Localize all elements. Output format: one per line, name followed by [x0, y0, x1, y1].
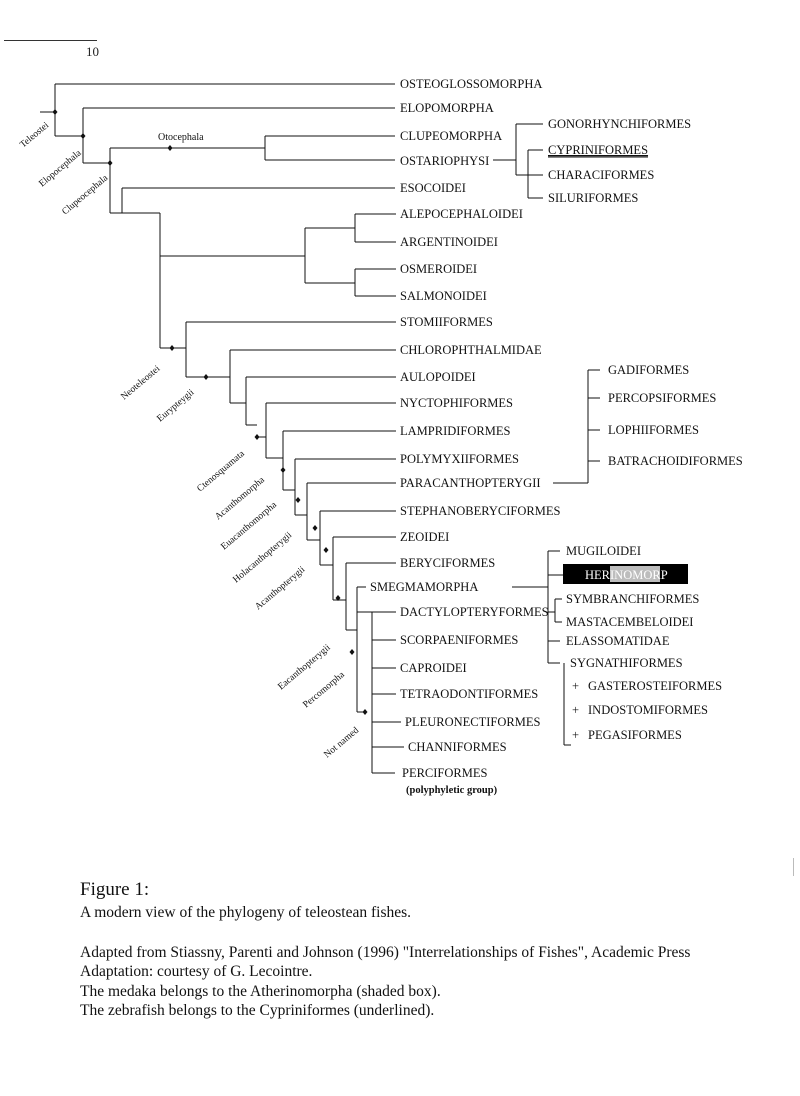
atherinomorpha-box-highlight [610, 566, 660, 582]
neoteleostei-label: Neoteleostei [120, 364, 163, 402]
indostomiformes-label: INDOSTOMIFORMES [588, 703, 708, 717]
dactylopteryformes-label: DACTYLOPTERYFORMES [400, 605, 549, 619]
tetraodontiformes-label: TETRAODONTIFORMES [400, 687, 538, 701]
page-number: 10 [86, 44, 99, 59]
lampridiformes-label: LAMPRIDIFORMES [400, 424, 510, 438]
osmeroidei-label: OSMEROIDEI [400, 262, 477, 276]
not-named-label: Not named [323, 726, 362, 761]
percomorpha-node [349, 649, 355, 655]
syngnathiformes-label: SYGNATHIFORMES [570, 656, 683, 670]
caption-medaka-note: The medaka belongs to the Atherinomorpha… [80, 983, 441, 1000]
atherinomorpha-label: HERINOMORP [585, 568, 668, 582]
stephanoberyciformes-label: STEPHANOBERYCIFORMES [400, 504, 560, 518]
pegasiformes-label: PEGASIFORMES [588, 728, 682, 742]
polymyxiiformes-label: POLYMYXIIFORMES [400, 452, 519, 466]
perciformes-note: (polyphyletic group) [406, 785, 498, 796]
pegasiformes-marker: + [572, 728, 579, 742]
eacanthopterygii-node [335, 595, 341, 601]
indostomiformes-marker: + [572, 703, 579, 717]
ctenosquamata-label: Ctenosquamata [196, 448, 248, 494]
zeoidei-label: ZEOIDEI [400, 530, 449, 544]
characiformes-label: CHARACIFORMES [548, 168, 654, 182]
lophiiformes-label: LOPHIIFORMES [608, 423, 699, 437]
acanthopterygii-node [323, 547, 329, 553]
mastacembeloidei-label: MASTACEMBELOIDEI [566, 615, 693, 629]
holacanthopterygii-node [312, 525, 318, 531]
elopomorpha-label: ELOPOMORPHA [400, 101, 494, 115]
smegmamorpha-label: SMEGMAMORPHA [370, 580, 478, 594]
percomorpha-label: Percomorpha [302, 670, 348, 711]
clupeomorpha-label: CLUPEOMORPHA [400, 129, 502, 143]
aulopoidei-label: AULOPOIDEI [400, 370, 476, 384]
clupeocephala-label: Clupeocephala [61, 173, 111, 217]
not-named-node [362, 709, 368, 715]
esocoidei-label: ESOCOIDEI [400, 181, 466, 195]
elassomatidae-label: ELASSOMATIDAE [566, 634, 670, 648]
euacanthomorpha-node [295, 497, 301, 503]
scan-edge-mark [793, 858, 794, 876]
gadiformes-label: GADIFORMES [608, 363, 689, 377]
header-rule [4, 40, 97, 41]
gasterosteiformes-marker: + [572, 679, 579, 693]
phylogeny-tree: OSTEOGLOSSOMORPHA ELOPOMORPHA Otocephala CL… [19, 77, 743, 796]
alepocephaloidei-label: ALEPOCEPHALOIDEI [400, 207, 523, 221]
beryciformes-label: BERYCIFORMES [400, 556, 495, 570]
siluriformes-label: SILURIFORMES [548, 191, 638, 205]
synbranchiformes-label: SYMBRANCHIFORMES [566, 592, 699, 606]
ostariophysi-label: OSTARIOPHYSI [400, 154, 489, 168]
gonorhynchiformes-label: GONORHYNCHIFORMES [548, 117, 691, 131]
batrachoidiformes-label: BATRACHOIDIFORMES [608, 454, 743, 468]
caption-credit: Adaptation: courtesy of G. Lecointre. [80, 963, 313, 980]
osteoglossomorpha-label: OSTEOGLOSSOMORPHA [400, 77, 542, 91]
caption-source: Adapted from Stiassny, Parenti and Johns… [80, 944, 691, 961]
argentinoidei-label: ARGENTINOIDEI [400, 235, 498, 249]
elopocephala-label: Elopocephala [38, 148, 85, 189]
otocephala-label: Otocephala [158, 132, 204, 143]
acanthopterygii-label: Acanthopterygii [254, 565, 308, 613]
caproidei-label: CAPROIDEI [400, 661, 467, 675]
cypriniformes-label: CYPRINIFORMES [548, 143, 648, 157]
gasterosteiformes-label: GASTEROSTEIFORMES [588, 679, 722, 693]
salmonoidei-label: SALMONOIDEI [400, 289, 487, 303]
scorpaeniformes-label: SCORPAENIFORMES [400, 633, 518, 647]
percopsiformes-label: PERCOPSIFORMES [608, 391, 716, 405]
caption-zebrafish-note: The zebrafish belongs to the Cypriniform… [80, 1002, 435, 1019]
figure-title: Figure 1: [80, 879, 150, 900]
teleostei-label: Teleostei [19, 120, 52, 150]
channiformes-label: CHANNIFORMES [408, 740, 507, 754]
perciformes-label: PERCIFORMES [402, 766, 487, 780]
nyctophiformes-label: NYCTOPHIFORMES [400, 396, 513, 410]
mugiloidei-label: MUGILOIDEI [566, 544, 641, 558]
otocephala-node [167, 145, 173, 151]
eurypterygii-label: Eurypteygii [156, 388, 197, 425]
paracanthopterygii-label: PARACANTHOPTERYGII [400, 476, 541, 490]
stomiiformes-label: STOMIIFORMES [400, 315, 493, 329]
chlorophthalmidae-label: CHLOROPHTHALMIDAE [400, 343, 542, 357]
pleuronectiformes-label: PLEURONECTIFORMES [405, 715, 540, 729]
figure-subtitle: A modern view of the phylogeny of teleos… [80, 904, 412, 921]
